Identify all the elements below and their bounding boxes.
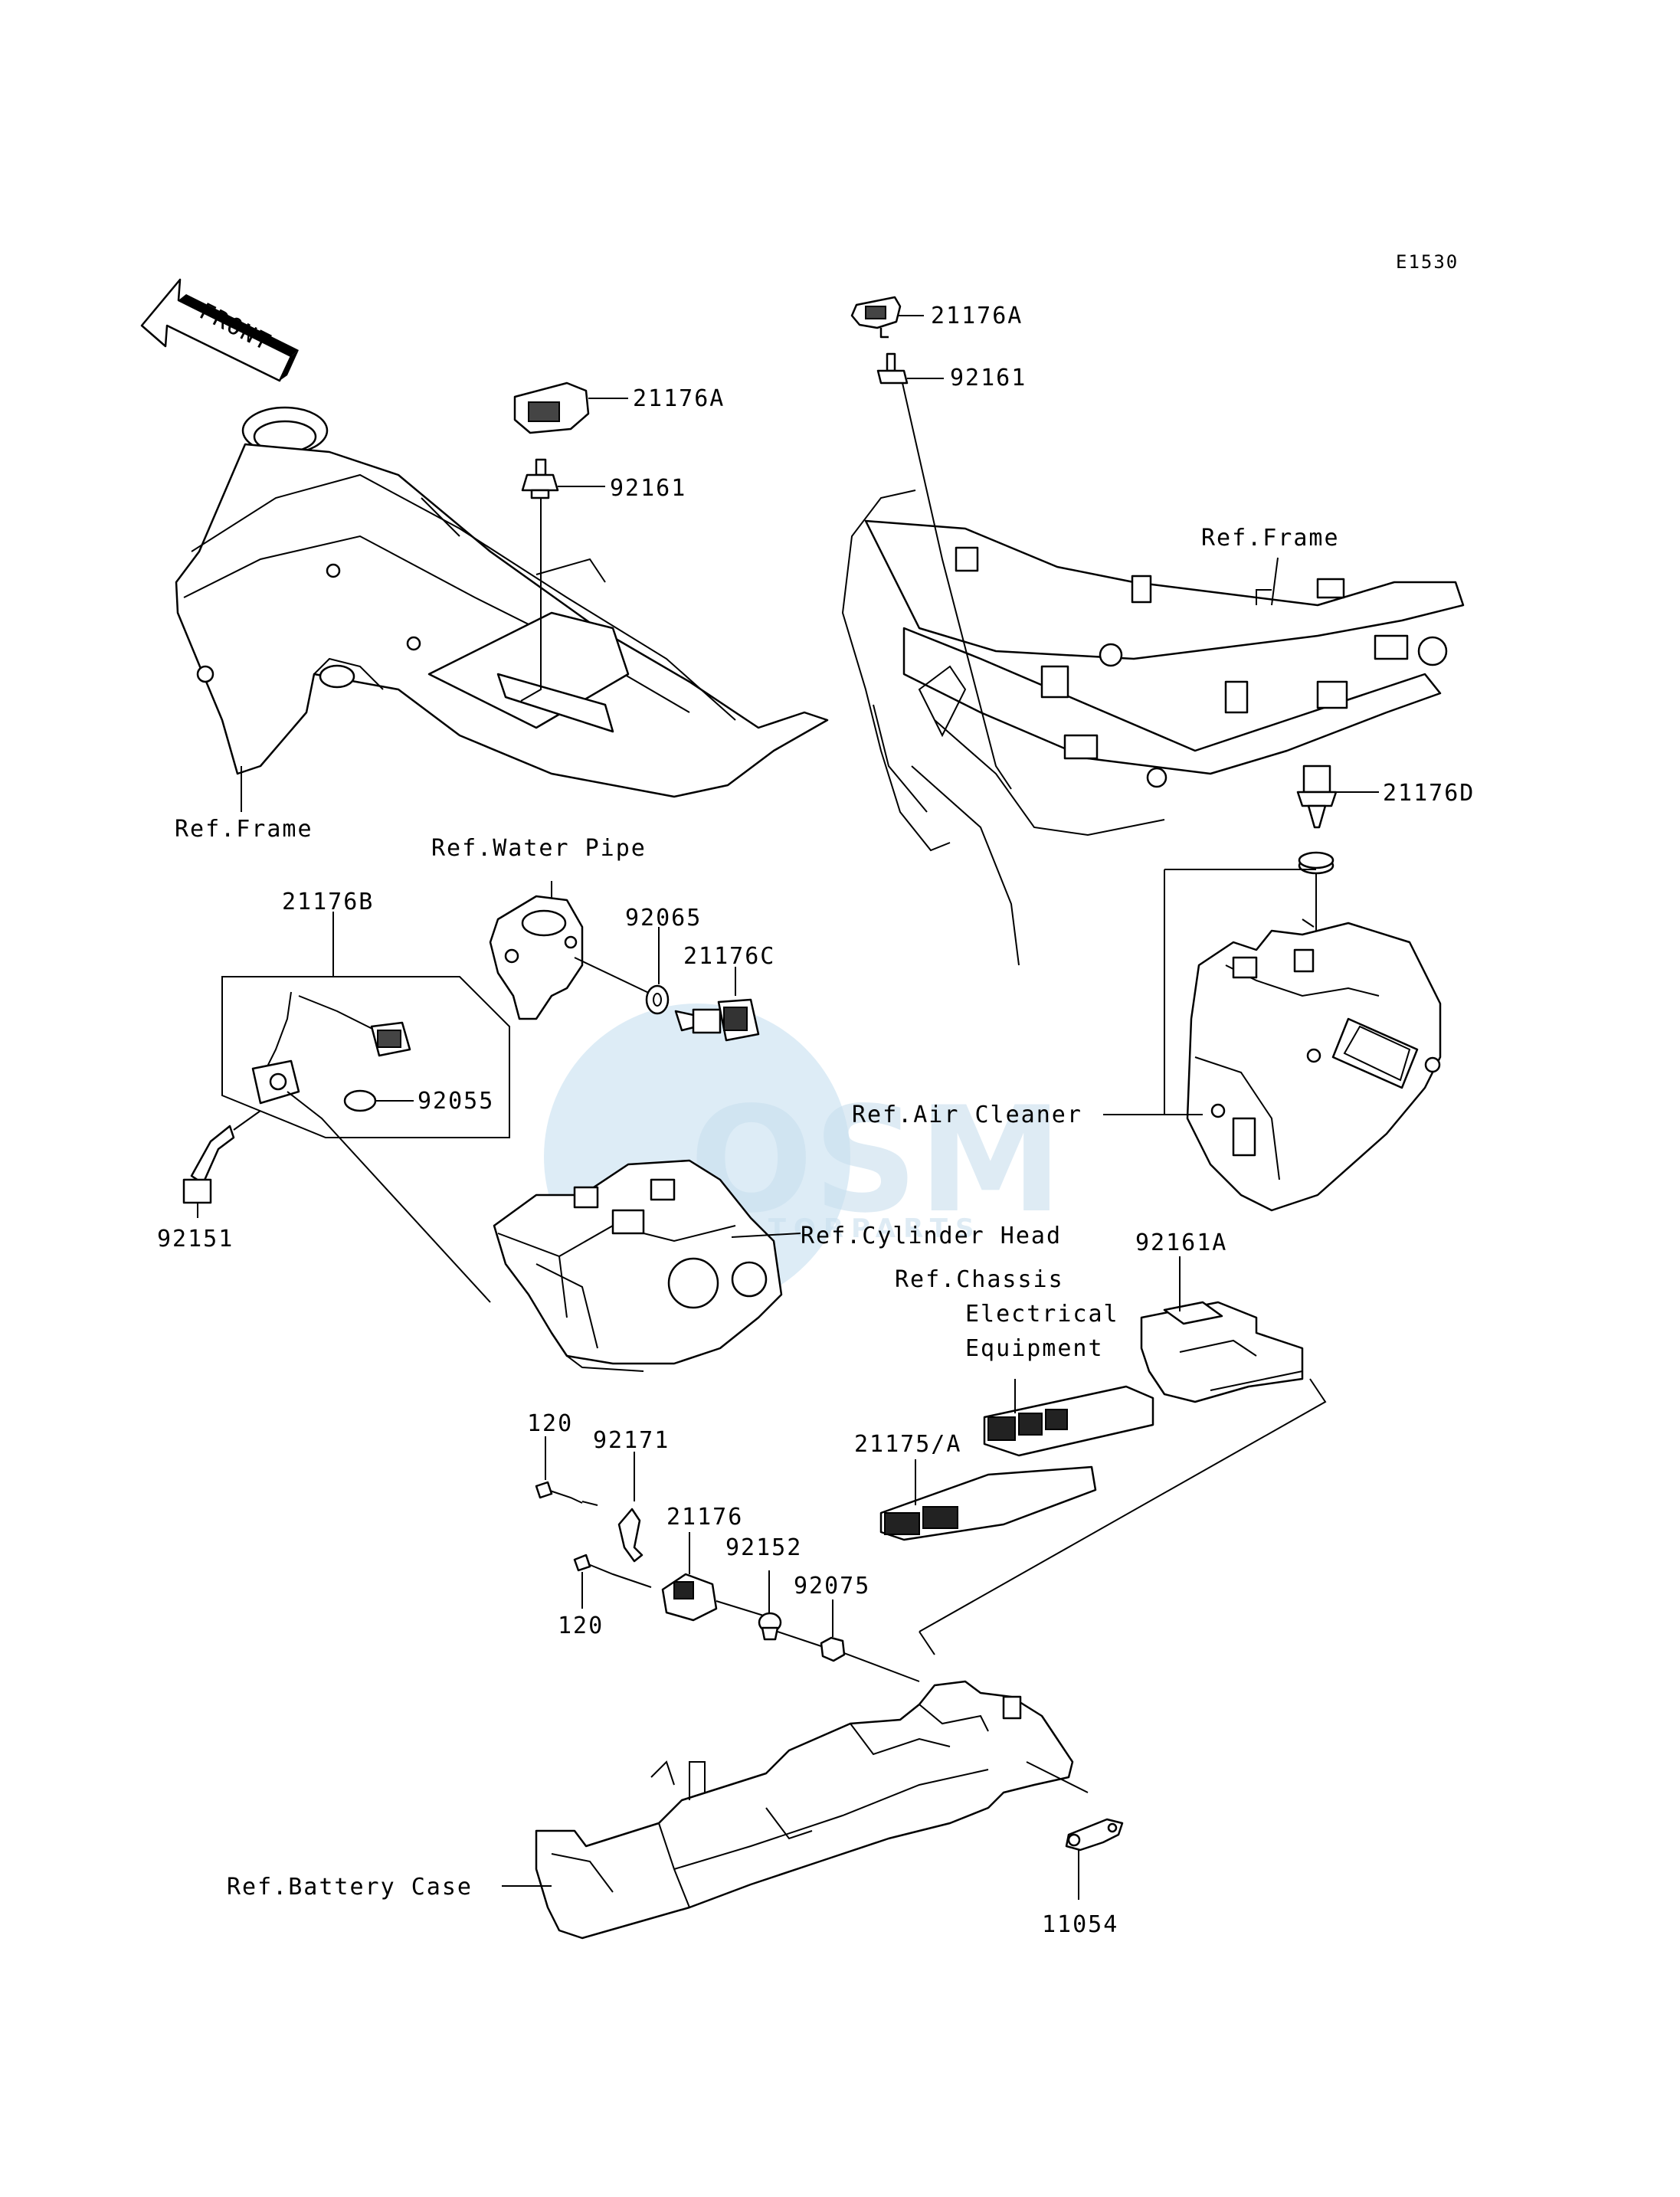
bracket-92161A — [1140, 1256, 1304, 1403]
bolt-120-top — [535, 1436, 598, 1506]
leader-tick — [919, 1631, 935, 1655]
strap-11054 — [1065, 1818, 1124, 1900]
label-ref-battery-case: Ref.Battery Case — [227, 1874, 473, 1901]
sensor-21176 — [661, 1532, 767, 1622]
cylinder-head — [493, 1159, 801, 1372]
label-21175A: 21175/A — [854, 1431, 961, 1458]
sensor-21176C — [674, 967, 760, 1042]
sensor-21176A-left — [513, 381, 628, 434]
sensor-21176D — [1296, 765, 1379, 829]
label-120-bottom: 120 — [558, 1613, 604, 1639]
label-92075: 92075 — [794, 1573, 870, 1599]
washer-92065 — [645, 927, 670, 1015]
label-ref-air-cleaner: Ref.Air Cleaner — [852, 1102, 1082, 1128]
bolt-92161-left — [520, 458, 605, 702]
label-ref-frame-left: Ref.Frame — [175, 816, 313, 843]
sensor-21176A-right — [850, 296, 924, 339]
battery-case — [535, 1680, 1089, 1940]
label-92171: 92171 — [593, 1427, 670, 1454]
sensor-21176B-box — [221, 912, 510, 1303]
ecu-chassis — [983, 1379, 1154, 1457]
clamp-92171 — [617, 1452, 644, 1563]
label-92161A: 92161A — [1135, 1229, 1227, 1256]
bolt-92151 — [182, 1110, 261, 1218]
label-21176C: 21176C — [683, 943, 775, 970]
label-11054: 11054 — [1042, 1911, 1118, 1938]
frame-right — [841, 489, 1465, 966]
label-21176A-right: 21176A — [931, 303, 1023, 329]
air-cleaner — [1186, 918, 1442, 1212]
label-92151: 92151 — [157, 1226, 234, 1252]
label-ref-chassis-3: Equipment — [965, 1335, 1104, 1362]
diagram-code: E1530 — [1396, 251, 1459, 273]
label-21176: 21176 — [666, 1504, 743, 1531]
label-ref-cylinder-head: Ref.Cylinder Head — [801, 1223, 1062, 1249]
front-arrow-icon: FRONT — [140, 278, 299, 382]
label-120-top: 120 — [527, 1410, 573, 1437]
nut-92075 — [820, 1599, 920, 1682]
label-92055: 92055 — [418, 1088, 494, 1115]
watermark-logo: OSM — [689, 1076, 1063, 1245]
water-pipe — [489, 881, 656, 1020]
label-ref-chassis-1: Ref.Chassis — [895, 1266, 1064, 1293]
label-92161-left: 92161 — [610, 475, 686, 502]
label-21176B: 21176B — [282, 889, 374, 915]
bolt-120-bottom — [573, 1554, 652, 1609]
label-92152: 92152 — [725, 1534, 802, 1561]
label-21176A-left: 21176A — [633, 385, 725, 412]
label-ref-chassis-2: Electrical — [965, 1301, 1119, 1328]
ecu-21175A — [879, 1459, 1097, 1541]
label-92161-right: 92161 — [950, 365, 1027, 391]
label-ref-water-pipe: Ref.Water Pipe — [431, 835, 647, 862]
label-ref-frame-right: Ref.Frame — [1201, 525, 1340, 552]
frame-left — [175, 406, 829, 812]
label-21176D: 21176D — [1383, 780, 1475, 807]
label-92065: 92065 — [625, 905, 702, 932]
leader-92161A-to-battery — [919, 1378, 1327, 1632]
bolt-92152 — [758, 1570, 824, 1648]
bolt-92161-right — [876, 352, 1012, 790]
o-ring-92055 — [343, 1089, 414, 1112]
